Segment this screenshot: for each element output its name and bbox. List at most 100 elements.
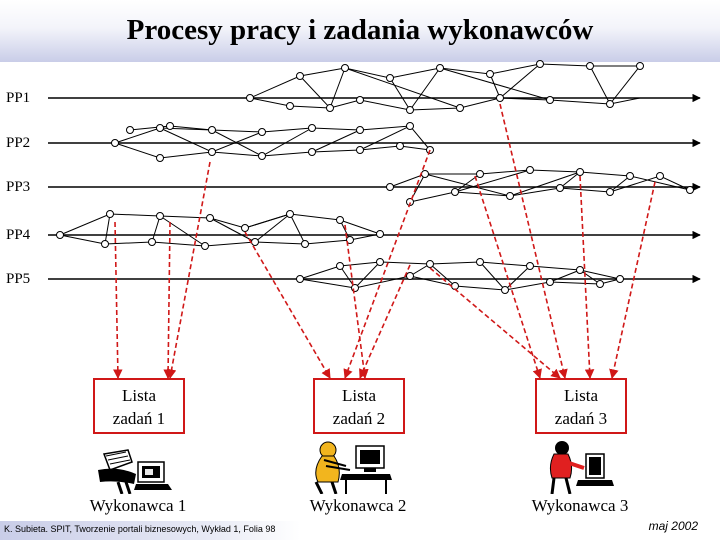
process-node — [308, 148, 316, 156]
worker-label-3: Wykonawca 3 — [531, 496, 629, 515]
process-node — [156, 212, 164, 220]
process-node — [336, 216, 344, 224]
task-list-box-3: Lista zadań 3 — [535, 378, 627, 434]
process-node — [336, 262, 344, 270]
process-edge — [59, 213, 381, 236]
process-edge — [409, 263, 456, 287]
task-list-line1: Lista — [564, 386, 598, 405]
process-edge — [299, 261, 621, 280]
process-node — [156, 124, 164, 132]
worker-label-2: Wykonawca 2 — [309, 496, 407, 515]
process-node — [436, 64, 444, 72]
process-edge — [299, 67, 346, 109]
process-node — [576, 266, 584, 274]
footer-source: K. Subieta. SPIT, Tworzenie portali bizn… — [4, 524, 276, 534]
task-arrow — [429, 267, 561, 379]
process-node — [406, 272, 414, 280]
task-arrow — [166, 161, 211, 379]
process-node — [526, 166, 534, 174]
process-edge — [389, 67, 441, 111]
process-node — [356, 96, 364, 104]
process-node — [606, 100, 614, 108]
process-node — [208, 148, 216, 156]
process-node — [201, 242, 209, 250]
process-node — [356, 146, 364, 154]
process-node — [606, 188, 614, 196]
process-node — [496, 94, 504, 102]
lane-label-pp3: PP3 — [6, 179, 31, 195]
process-node — [536, 60, 544, 68]
process-edge — [359, 125, 411, 151]
process-node — [476, 170, 484, 178]
process-node — [636, 62, 644, 70]
process-node — [616, 275, 624, 283]
task-list-line2: zadań 2 — [332, 409, 386, 428]
process-node — [426, 260, 434, 268]
process-edge — [209, 217, 256, 243]
process-edge — [289, 213, 306, 245]
task-arrow — [579, 175, 595, 379]
process-node — [546, 278, 554, 286]
lane-label-pp1: PP1 — [6, 90, 31, 106]
process-edge — [114, 142, 431, 159]
process-node — [526, 262, 534, 270]
process-node — [376, 230, 384, 238]
process-node — [386, 74, 394, 82]
process-node — [208, 126, 216, 134]
process-edge — [424, 173, 511, 197]
process-node — [586, 62, 594, 70]
process-node — [576, 168, 584, 176]
process-node — [351, 284, 359, 292]
title-band — [0, 0, 720, 62]
process-node — [626, 172, 634, 180]
process-edge — [299, 275, 621, 291]
process-node — [406, 122, 414, 130]
process-node — [308, 124, 316, 132]
worker-2-clipart — [314, 441, 392, 494]
process-node — [476, 258, 484, 266]
process-node — [101, 240, 109, 248]
process-node — [206, 214, 214, 222]
process-node — [286, 210, 294, 218]
process-node — [596, 280, 604, 288]
process-node — [286, 102, 294, 110]
task-arrow — [343, 149, 431, 379]
process-node — [166, 122, 174, 130]
process-node — [376, 258, 384, 266]
process-node — [386, 183, 394, 191]
lane-label-pp4: PP4 — [6, 227, 31, 243]
task-list-line1: Lista — [122, 386, 156, 405]
process-node — [406, 106, 414, 114]
task-list-box-2: Lista zadań 2 — [313, 378, 405, 434]
task-arrow — [359, 264, 411, 379]
lane-label-pp2: PP2 — [6, 135, 31, 151]
process-edge — [104, 213, 111, 245]
process-node — [126, 126, 134, 134]
task-list-line2: zadań 1 — [112, 409, 166, 428]
process-node — [451, 188, 459, 196]
task-arrow — [474, 175, 542, 379]
slide-title: Procesy pracy i zadania wykonawców — [126, 14, 594, 46]
process-edge — [609, 175, 631, 193]
process-node — [258, 152, 266, 160]
process-node — [111, 139, 119, 147]
process-node — [456, 104, 464, 112]
process-node — [501, 286, 509, 294]
worker-3-clipart — [549, 441, 614, 494]
process-node — [686, 186, 694, 194]
process-edge — [409, 175, 691, 203]
process-node — [156, 154, 164, 162]
task-arrow — [244, 231, 331, 379]
process-edge — [344, 67, 461, 109]
process-node — [301, 240, 309, 248]
process-edge — [439, 67, 551, 101]
process-edge — [59, 233, 381, 247]
process-node — [148, 238, 156, 246]
process-node — [356, 126, 364, 134]
task-arrow — [113, 221, 123, 379]
process-node — [246, 94, 254, 102]
process-node — [56, 231, 64, 239]
process-node — [656, 172, 664, 180]
